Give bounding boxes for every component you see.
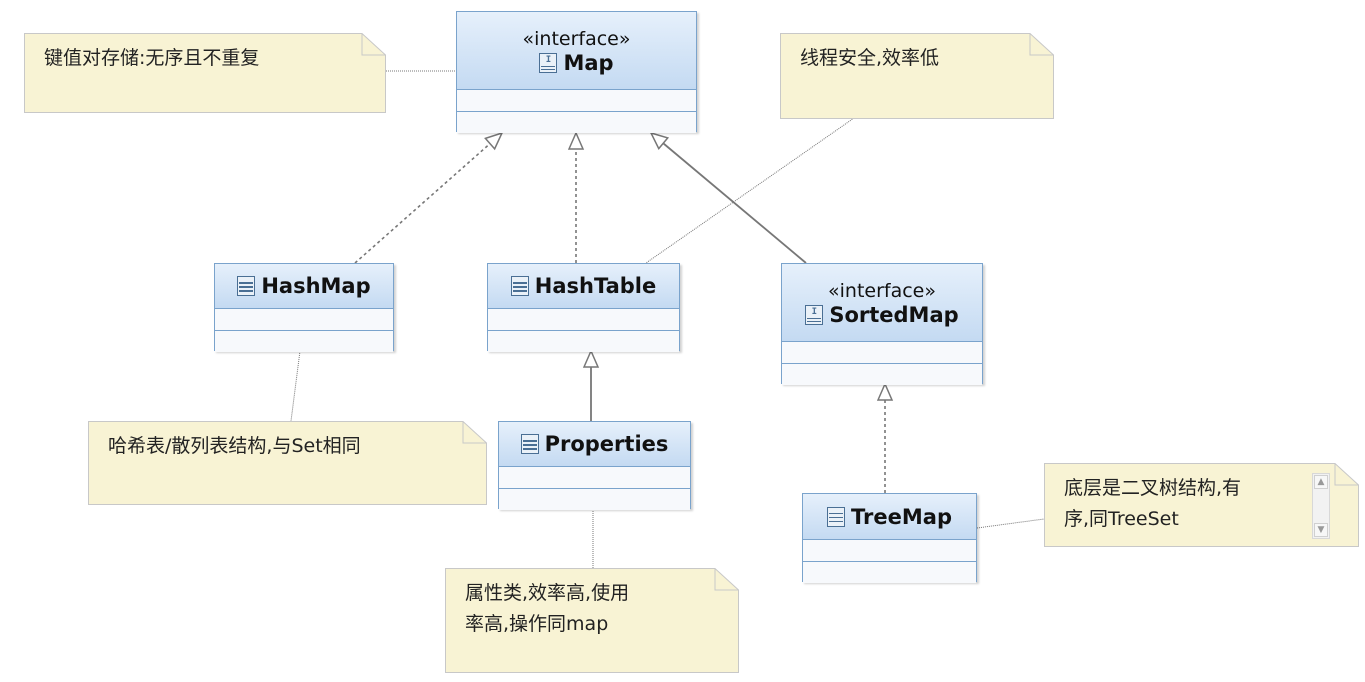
- map-operations: [457, 112, 696, 133]
- sortedmap-name: SortedMap: [829, 302, 959, 327]
- interface-icon: I: [539, 52, 558, 73]
- scroll-up-arrow-icon[interactable]: ▲: [1314, 475, 1328, 489]
- treemap-class[interactable]: TreeMap: [802, 493, 977, 583]
- hashmap-class[interactable]: HashMap: [214, 263, 394, 352]
- properties-note-text: 属性类,效率高,使用 率高,操作同map: [465, 582, 630, 635]
- map-stereotype: «interface»: [522, 27, 631, 50]
- sortedmap-title: I SortedMap: [805, 302, 959, 327]
- scroll-down-arrow-icon[interactable]: ▼: [1314, 523, 1328, 537]
- hashmap-title: HashMap: [237, 274, 371, 298]
- hashmap-note-text: 哈希表/散列表结构,与Set相同: [108, 435, 361, 457]
- hashmap-header: HashMap: [215, 264, 393, 309]
- treemap-title: TreeMap: [827, 505, 952, 529]
- hashtable-note-text: 线程安全,效率低: [800, 47, 940, 69]
- properties-operations: [499, 489, 690, 510]
- hashmap-operations: [215, 331, 393, 352]
- hashmap-note-link: [290, 350, 301, 422]
- hashtable-note-link: [645, 117, 855, 264]
- sortedmap-header: «interface» I SortedMap: [782, 264, 982, 342]
- sortedmap-attributes: [782, 342, 982, 364]
- properties-header: Properties: [499, 422, 690, 467]
- properties-attributes: [499, 467, 690, 489]
- map-note[interactable]: 键值对存储:无序且不重复: [24, 33, 386, 113]
- hashtable-header: HashTable: [488, 264, 679, 309]
- properties-title: Properties: [520, 432, 669, 456]
- hashmap-note[interactable]: 哈希表/散列表结构,与Set相同: [88, 421, 487, 505]
- treemap-attributes: [803, 540, 976, 562]
- hashtable-operations: [488, 331, 679, 352]
- hashmap-name: HashMap: [261, 274, 371, 298]
- hashtable-title: HashTable: [510, 274, 657, 298]
- treemap-note-link: [976, 518, 1045, 529]
- treemap-header: TreeMap: [803, 494, 976, 540]
- map-header: «interface» I Map: [457, 12, 696, 90]
- class-icon: [237, 276, 256, 296]
- sortedmap-interface[interactable]: «interface» I SortedMap: [781, 263, 983, 385]
- sortedmap-extends-map: [651, 133, 807, 264]
- sortedmap-operations: [782, 364, 982, 385]
- treemap-note[interactable]: 底层是二叉树结构,有 序,同TreeSet ▲ ▼: [1044, 463, 1359, 547]
- properties-name: Properties: [544, 432, 669, 456]
- hashtable-note[interactable]: 线程安全,效率低: [780, 33, 1054, 119]
- map-interface[interactable]: «interface» I Map: [456, 11, 697, 133]
- treemap-operations: [803, 562, 976, 583]
- hashmap-attributes: [215, 309, 393, 331]
- class-icon: [520, 434, 539, 454]
- sortedmap-stereotype: «interface»: [828, 279, 936, 302]
- interface-icon: I: [805, 304, 824, 325]
- class-icon: [827, 506, 846, 527]
- map-attributes: [457, 90, 696, 112]
- map-note-text: 键值对存储:无序且不重复: [44, 47, 260, 69]
- class-icon: [510, 276, 529, 296]
- properties-class[interactable]: Properties: [498, 421, 691, 510]
- hashtable-attributes: [488, 309, 679, 331]
- note-scrollbar[interactable]: ▲ ▼: [1312, 473, 1330, 539]
- treemap-note-text: 底层是二叉树结构,有 序,同TreeSet: [1064, 477, 1242, 530]
- map-title: I Map: [539, 50, 614, 75]
- treemap-name: TreeMap: [851, 504, 952, 529]
- hashtable-class[interactable]: HashTable: [487, 263, 680, 352]
- properties-note[interactable]: 属性类,效率高,使用 率高,操作同map: [445, 568, 739, 673]
- hashtable-name: HashTable: [534, 274, 657, 298]
- map-name: Map: [563, 50, 614, 75]
- hashmap-realizes-map: [354, 133, 502, 264]
